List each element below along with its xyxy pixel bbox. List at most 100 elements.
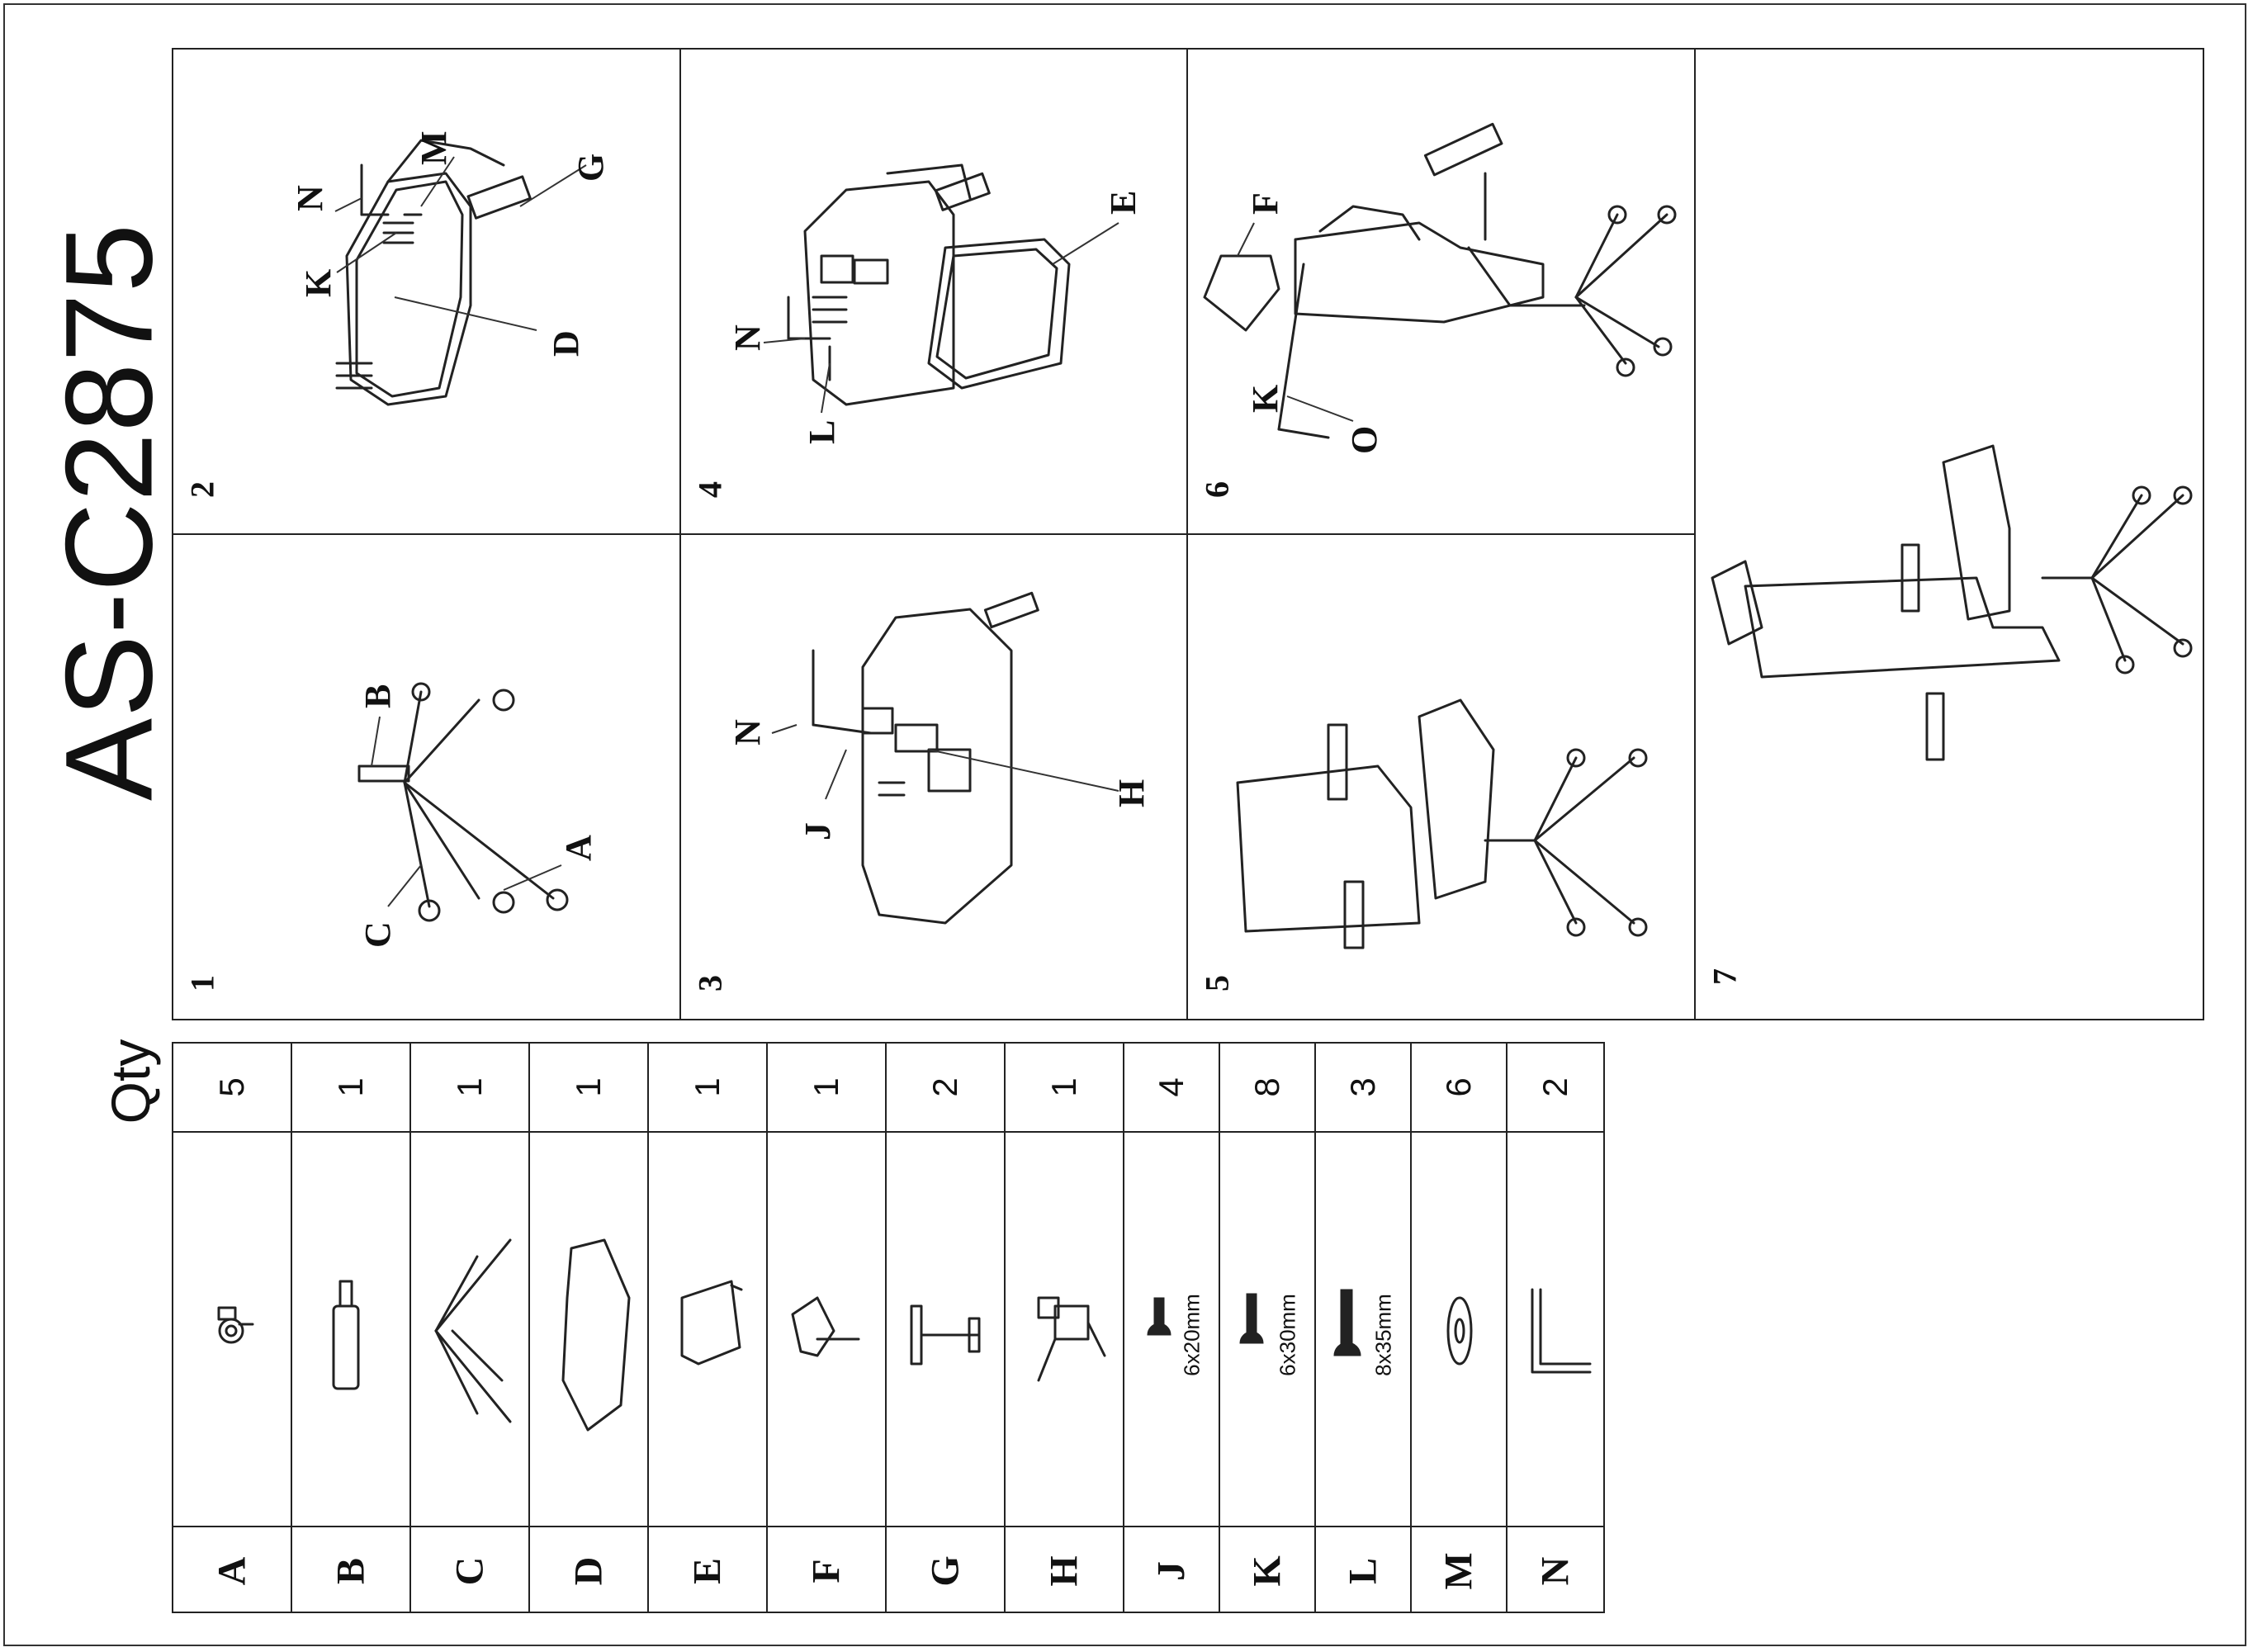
part-column-a: 5 A: [172, 1042, 292, 1613]
step-6-callout-o: O: [1344, 426, 1384, 454]
part-qty-cell: 1: [411, 1044, 528, 1133]
step-4-illustration: E N L: [727, 163, 1143, 444]
part-column-n: 2 N: [1506, 1042, 1605, 1613]
step-2-callout-k: K: [298, 269, 338, 297]
bolt-size-label: 6x30mm: [1275, 1294, 1300, 1376]
part-image-cell: [887, 1133, 1004, 1527]
step-2-callout-m: M: [414, 130, 454, 165]
part-column-g: 2 G: [885, 1042, 1006, 1613]
part-letter-cell: B: [329, 1557, 373, 1585]
step-2-panel: N K M G D 2: [172, 48, 681, 535]
part-image-cell: [1412, 1133, 1506, 1527]
part-image-cell: [768, 1133, 885, 1527]
step-1-number: 1: [183, 975, 221, 992]
part-qty-cell: 1: [1006, 1044, 1123, 1133]
qty-label: Qty: [100, 1039, 161, 1124]
part-qty-cell: 3: [1316, 1044, 1410, 1133]
gas-lift-icon: [332, 1280, 360, 1390]
bolt-icon: [1333, 1289, 1361, 1356]
step-1-callout-c: C: [357, 921, 398, 948]
step-3-callout-n: N: [727, 719, 768, 746]
part-column-e: 1 E: [647, 1042, 768, 1613]
part-qty-cell: 4: [1124, 1044, 1219, 1133]
part-image-cell: [1508, 1133, 1603, 1527]
step-1-callout-a: A: [558, 835, 599, 861]
step-5-number: 5: [1198, 975, 1236, 992]
part-image-cell: 6x30mm: [1220, 1133, 1314, 1527]
step-2-number: 2: [183, 481, 221, 498]
part-column-l: 3 8x35mm L: [1314, 1042, 1412, 1613]
step-6-illustration: F K O: [1203, 122, 1677, 454]
part-letter-cell: N: [1533, 1556, 1578, 1586]
mechanism-icon: [1037, 1296, 1106, 1382]
part-letter-cell: L: [1341, 1557, 1385, 1585]
step-6-callout-f: F: [1245, 192, 1285, 215]
part-image-cell: [1006, 1133, 1123, 1527]
bolt-icon: [1147, 1297, 1171, 1336]
step-7-number: 7: [1706, 968, 1744, 985]
step-3-illustration: N J H: [727, 591, 1152, 925]
step-2-illustration: N K M G D: [290, 130, 611, 406]
part-column-b: 1 B: [291, 1042, 411, 1613]
step-4-panel: E N L 4: [679, 48, 1188, 535]
step-3-callout-j: J: [798, 822, 838, 840]
part-letter-cell: F: [804, 1559, 849, 1583]
headrest-icon: [791, 1296, 860, 1357]
step-7-panel: 7: [1694, 48, 2204, 1020]
step-5-panel: 5: [1186, 533, 1696, 1020]
step-2-callout-d: D: [546, 330, 586, 357]
backrest-icon: [680, 1280, 743, 1366]
step-4-number: 4: [691, 481, 729, 498]
part-image-cell: [411, 1133, 528, 1527]
star-base-icon: [434, 1238, 512, 1423]
step-1-illustration: B C A: [357, 682, 599, 948]
assembly-steps: N K M G D 2: [172, 48, 2204, 1020]
part-letter-cell: A: [210, 1556, 254, 1586]
part-image-cell: [649, 1133, 766, 1527]
part-letter-cell: H: [1042, 1555, 1086, 1587]
part-letter-cell: E: [685, 1557, 730, 1585]
model-title: AS-C2875: [35, 149, 183, 875]
step-1-callout-b: B: [357, 684, 398, 708]
allen-key-icon: [1531, 1288, 1592, 1374]
part-letter-cell: C: [447, 1556, 492, 1586]
part-column-d: 1 D: [528, 1042, 649, 1613]
step-6-number: 6: [1198, 481, 1236, 498]
step-4-callout-l: L: [802, 420, 842, 444]
step-4-callout-n: N: [727, 324, 768, 351]
part-column-c: 1 C: [409, 1042, 530, 1613]
part-image-cell: 8x35mm: [1316, 1133, 1410, 1527]
step-3-panel: N J H 3: [679, 533, 1188, 1020]
step-5-illustration: [1236, 698, 1648, 949]
part-qty-cell: 2: [1508, 1044, 1603, 1133]
part-qty-cell: 1: [649, 1044, 766, 1133]
part-column-h: 1 H: [1004, 1042, 1124, 1613]
step-3-number: 3: [691, 975, 729, 992]
part-image-cell: 6x20mm: [1124, 1133, 1219, 1527]
part-letter-cell: J: [1149, 1561, 1194, 1581]
part-qty-cell: 2: [887, 1044, 1004, 1133]
part-column-m: 6 M: [1410, 1042, 1508, 1613]
step-2-callout-g: G: [570, 154, 611, 182]
part-image-cell: [173, 1133, 291, 1527]
part-letter-cell: G: [923, 1555, 968, 1587]
step-6-panel: F K O 6: [1186, 48, 1696, 535]
part-letter-cell: K: [1245, 1555, 1290, 1587]
seat-icon: [561, 1238, 631, 1432]
part-column-j: 4 6x20mm J: [1123, 1042, 1220, 1613]
part-qty-cell: 1: [768, 1044, 885, 1133]
parts-list: 5 A 1 B 1: [172, 1042, 1605, 1613]
qty-heading: Qty: [89, 1024, 172, 1139]
part-column-k: 8 6x30mm K: [1219, 1042, 1316, 1613]
step-2-callout-n: N: [290, 185, 330, 211]
page-border: [3, 3, 2246, 1646]
armrest-icon: [910, 1304, 981, 1366]
bolt-icon: [1239, 1293, 1264, 1344]
caster-icon: [217, 1306, 254, 1344]
part-image-cell: [292, 1133, 409, 1527]
bolt-size-label: 8x35mm: [1370, 1294, 1396, 1376]
part-qty-cell: 5: [173, 1044, 291, 1133]
bolt-size-label: 6x20mm: [1179, 1294, 1205, 1376]
part-qty-cell: 8: [1220, 1044, 1314, 1133]
